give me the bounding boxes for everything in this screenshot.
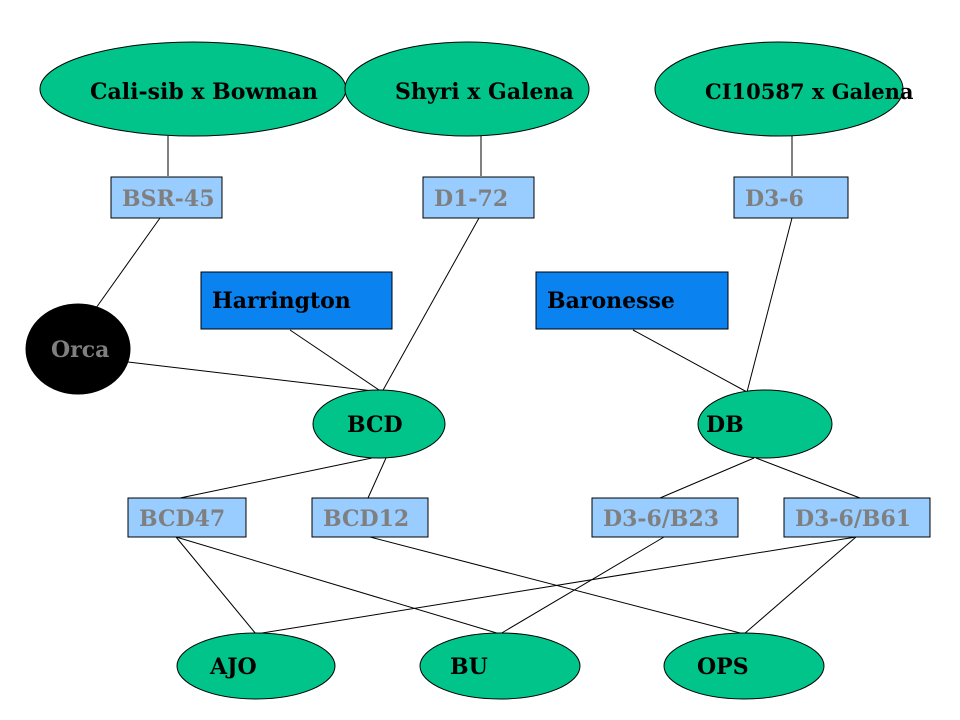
node-ops: OPS <box>663 632 825 700</box>
box-shape <box>591 497 739 538</box>
box-shape <box>311 497 429 538</box>
oval-shape <box>312 389 446 459</box>
node-label: D1-72 <box>434 186 508 212</box>
link-bcd47-ajo <box>175 536 257 635</box>
node-bu: BU <box>419 632 581 700</box>
node-d1-72: D1-72 <box>422 176 535 219</box>
link-d36b61-ops <box>743 536 857 635</box>
node-label: Orca <box>51 337 109 363</box>
oval-shape <box>176 632 336 700</box>
node-bsr-45: BSR-45 <box>110 176 223 219</box>
oval-shape <box>419 632 581 700</box>
link-bsr45-orca <box>95 217 161 309</box>
node-shyri-x-galena: Shyri x Galena <box>344 41 590 137</box>
link-d172-bcd <box>381 217 480 393</box>
box-shape <box>200 271 393 330</box>
box-shape <box>535 271 729 330</box>
node-label: CI10587 x Galena <box>705 79 914 104</box>
node-orca: Orca <box>25 303 131 395</box>
node-d3-6-b23: D3-6/B23 <box>591 497 739 538</box>
box-shape <box>110 176 223 219</box>
oval-shape <box>697 389 833 459</box>
node-baronesse: Baronesse <box>535 271 729 330</box>
link-db-d36b61 <box>755 457 861 499</box>
node-label: BCD <box>347 412 403 438</box>
link-bcd-bcd12 <box>367 457 387 499</box>
oval-shape <box>663 632 825 700</box>
node-label: Shyri x Galena <box>395 79 574 105</box>
node-label: AJO <box>209 654 257 680</box>
box-shape <box>422 176 535 219</box>
node-d3-6-b61: D3-6/B61 <box>783 497 931 538</box>
node-label: Baronesse <box>547 288 675 314</box>
node-label: BCD12 <box>323 506 409 532</box>
node-label: DB <box>706 412 744 438</box>
link-bcd-bcd47 <box>179 457 373 499</box>
node-label: BCD47 <box>139 506 225 532</box>
node-cali-sib-x-bowman: Cali-sib x Bowman <box>39 41 347 137</box>
oval-shape <box>344 41 590 137</box>
node-label: D3-6/B61 <box>795 506 911 532</box>
node-bcd: BCD <box>312 389 446 459</box>
box-shape <box>783 497 931 538</box>
link-orca-bcd <box>127 361 383 393</box>
node-db: DB <box>697 389 833 459</box>
node-d3-6: D3-6 <box>733 176 849 219</box>
link-baronesse-db <box>632 329 748 393</box>
oval-shape <box>25 303 131 395</box>
oval-shape <box>654 41 904 137</box>
node-label: D3-6 <box>745 186 804 212</box>
link-d36-db <box>746 217 793 393</box>
node-label: OPS <box>697 654 749 680</box>
node-label: Harrington <box>212 288 351 314</box>
node-ajo: AJO <box>176 632 336 700</box>
box-shape <box>127 497 247 538</box>
link-db-d36b23 <box>659 457 755 499</box>
node-label: Cali-sib x Bowman <box>90 79 318 105</box>
link-d36b23-bu <box>499 536 665 635</box>
node-label: BU <box>450 654 488 680</box>
node-label: D3-6/B23 <box>603 506 719 532</box>
node-ci10587-x-galena: CI10587 x Galena <box>654 41 914 137</box>
connector-lines <box>95 136 861 635</box>
node-bcd47: BCD47 <box>127 497 247 538</box>
node-label: BSR-45 <box>122 186 215 212</box>
link-bcd47-bu <box>175 536 501 635</box>
node-harrington: Harrington <box>200 271 393 330</box>
link-d36b61-ajo <box>255 536 857 635</box>
box-shape <box>733 176 849 219</box>
node-bcd12: BCD12 <box>311 497 429 538</box>
link-harrington-bcd <box>289 329 383 393</box>
